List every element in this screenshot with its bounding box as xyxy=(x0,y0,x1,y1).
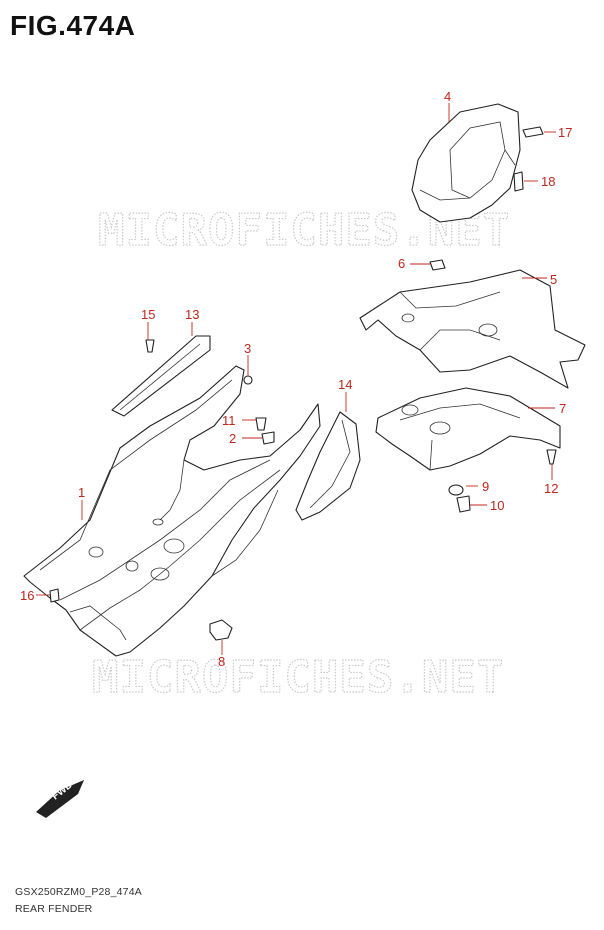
figure-title: FIG.474A xyxy=(10,10,136,41)
part-8-bolt xyxy=(209,619,233,641)
footer-name: REAR FENDER xyxy=(15,903,93,915)
part-4-rear-cowl xyxy=(411,103,521,223)
callout-4: 4 xyxy=(444,89,451,104)
callout-9: 9 xyxy=(482,479,489,494)
callouts: 4 17 18 6 5 7 9 10 12 15 13 3 11 2 14 1 … xyxy=(20,89,572,669)
part-10-bolt xyxy=(456,495,471,513)
part-14-side-cover xyxy=(295,411,361,521)
part-7-bracket xyxy=(375,387,561,471)
part-9-washer xyxy=(448,484,464,496)
callout-17: 17 xyxy=(558,125,572,140)
part-11-bolt xyxy=(255,417,267,431)
callout-8: 8 xyxy=(218,654,225,669)
callout-10: 10 xyxy=(490,498,504,513)
callout-2: 2 xyxy=(229,431,236,446)
part-15-screw xyxy=(145,339,155,353)
callout-6: 6 xyxy=(398,256,405,271)
part-5-tail-cover xyxy=(359,269,586,389)
part-16-clip xyxy=(49,588,60,603)
part-17-pad xyxy=(522,126,544,138)
callout-5: 5 xyxy=(550,272,557,287)
part-6-pad xyxy=(429,259,446,271)
leader-lines xyxy=(36,103,556,655)
callout-16: 16 xyxy=(20,588,34,603)
part-13-bar xyxy=(111,335,211,417)
part-12-screw xyxy=(546,449,557,465)
callout-14: 14 xyxy=(338,377,352,392)
watermark-bottom: MICROFICHES.NET xyxy=(92,652,504,703)
callout-3: 3 xyxy=(244,341,251,356)
callout-7: 7 xyxy=(559,401,566,416)
part-2-clip xyxy=(261,431,275,445)
callout-1: 1 xyxy=(78,485,85,500)
callout-11: 11 xyxy=(222,413,236,428)
part-18-clip xyxy=(513,171,524,192)
footer-code: GSX250RZM0_P28_474A xyxy=(15,886,142,898)
callout-12: 12 xyxy=(544,481,558,496)
part-3-grommet xyxy=(243,375,253,385)
fwd-arrow-icon: FWD xyxy=(36,780,84,818)
callout-15: 15 xyxy=(141,307,155,322)
part-1-rear-fender xyxy=(23,365,321,657)
callout-18: 18 xyxy=(541,174,555,189)
callout-13: 13 xyxy=(185,307,199,322)
